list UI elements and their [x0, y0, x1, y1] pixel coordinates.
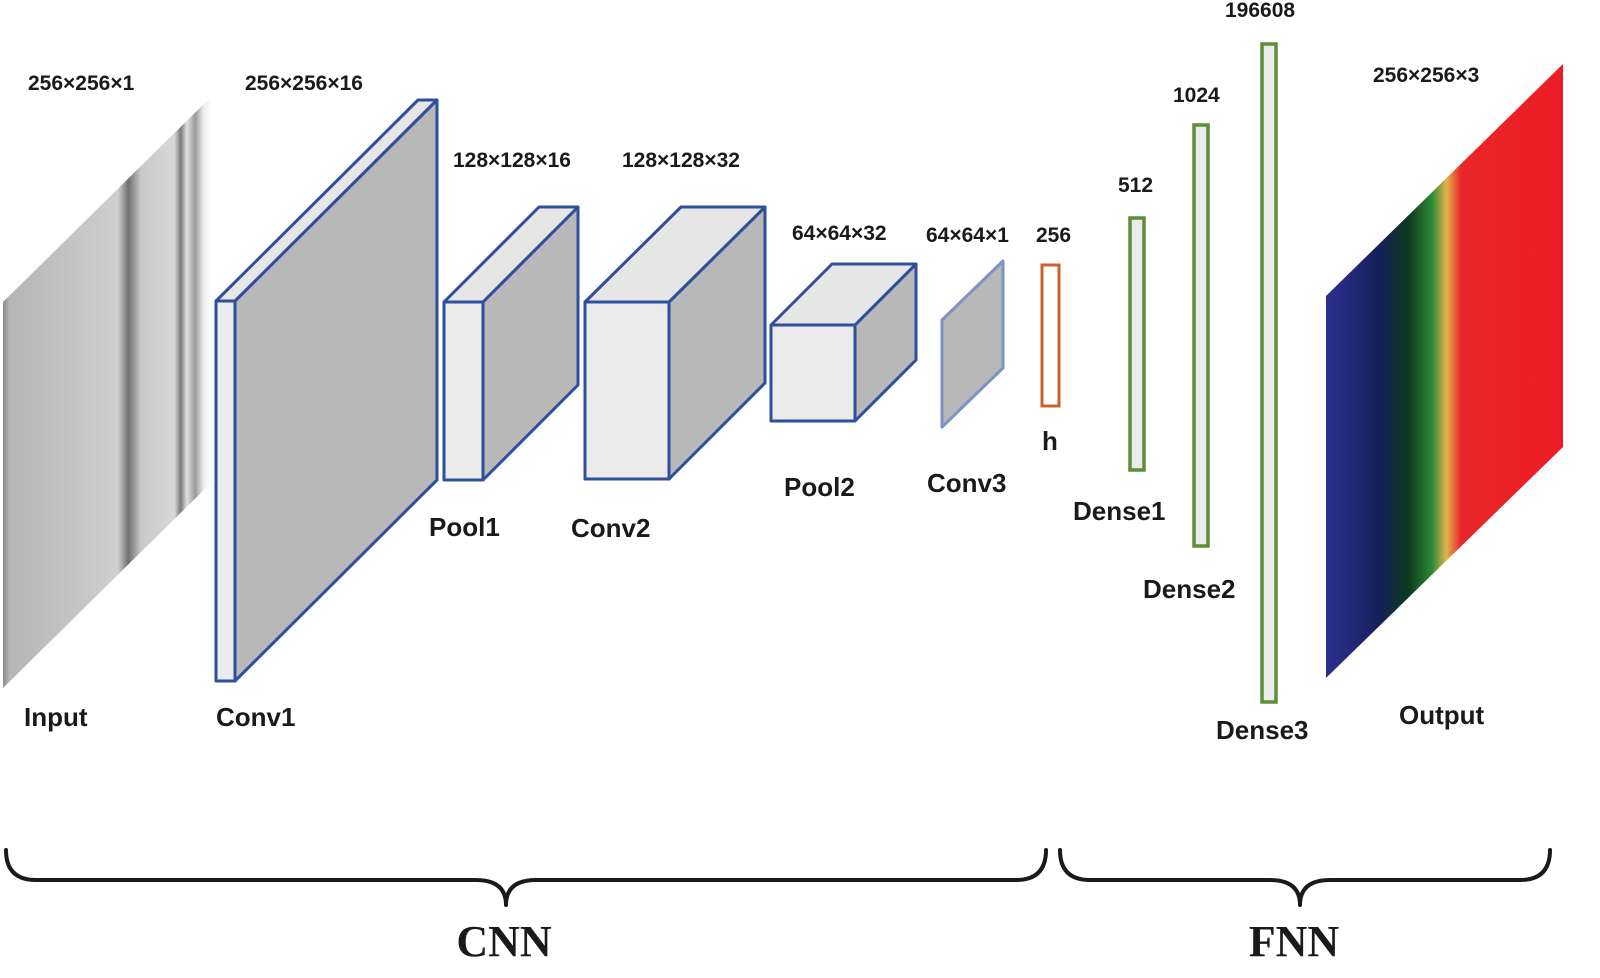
fnn-brace [1058, 848, 1552, 907]
pool1-block [442, 205, 580, 482]
h-label: h [1042, 426, 1058, 456]
h-latent-bar [1040, 263, 1061, 408]
dense3-label: Dense3 [1216, 715, 1309, 745]
pool1-dims: 128×128×16 [453, 149, 571, 172]
pool1-label: Pool1 [429, 512, 500, 542]
conv1-label: Conv1 [216, 702, 295, 732]
fnn-group-label: FNN [1249, 917, 1340, 966]
input-dims: 256×256×1 [28, 72, 135, 95]
pool2-block [769, 262, 918, 423]
input-image-slab [3, 96, 212, 688]
dense3-bar [1260, 42, 1278, 704]
dense1-bar [1128, 216, 1146, 472]
dense2-dims: 1024 [1173, 84, 1220, 107]
h-dims: 256 [1036, 224, 1071, 247]
pool2-dims: 64×64×32 [792, 222, 887, 245]
input-layer [3, 96, 212, 688]
conv1-block [214, 98, 439, 683]
output-layer [1326, 64, 1563, 678]
dense1-dims: 512 [1118, 174, 1153, 197]
conv3-block [940, 259, 1005, 429]
dense1-label: Dense1 [1073, 496, 1166, 526]
pool2-label: Pool2 [784, 472, 855, 502]
dense2-label: Dense2 [1143, 574, 1236, 604]
conv2-label: Conv2 [571, 513, 650, 543]
cnn-brace [4, 848, 1048, 907]
conv3-dims: 64×64×1 [926, 224, 1009, 247]
conv2-dims: 128×128×32 [622, 149, 740, 172]
output-label: Output [1399, 700, 1485, 730]
conv2-block [583, 205, 767, 481]
conv3-label: Conv3 [927, 468, 1006, 498]
conv1-dims: 256×256×16 [245, 72, 363, 95]
dense2-bar [1192, 123, 1210, 548]
dense3-dims: 196608 [1225, 0, 1295, 22]
input-label: Input [24, 702, 88, 732]
output-image-slab [1326, 64, 1563, 678]
cnn-group-label: CNN [456, 917, 552, 966]
output-dims: 256×256×3 [1373, 64, 1479, 87]
